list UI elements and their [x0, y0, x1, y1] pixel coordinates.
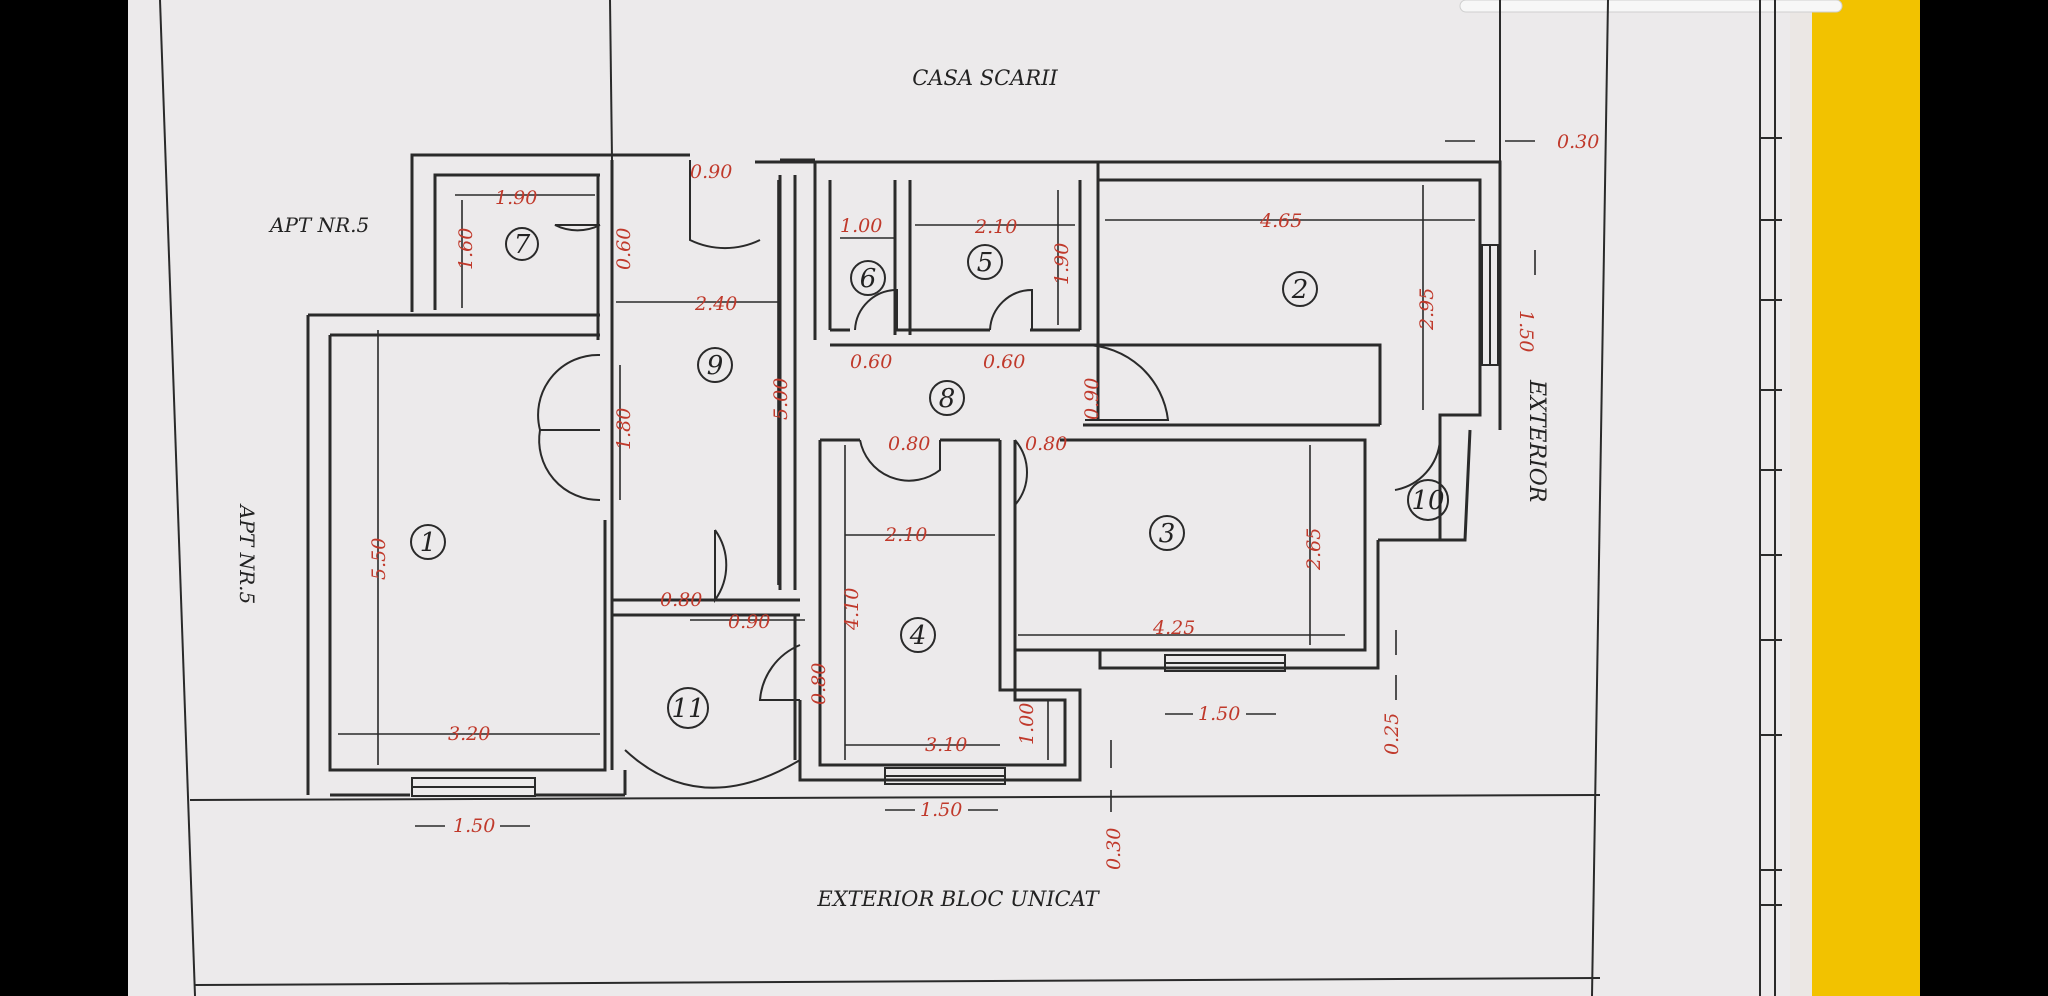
svg-text:11: 11	[671, 694, 704, 724]
dim-0-80-b: 0.80	[1025, 433, 1067, 455]
dim-1-60: 1.60	[455, 228, 477, 270]
dim-0-30-top: 0.30	[1557, 131, 1599, 153]
room-11: 11	[667, 687, 709, 729]
dim-0-90-top: 0.90	[690, 161, 732, 183]
dim-1-90-v: 1.90	[1051, 243, 1073, 285]
dim-5-00: 5.00	[770, 378, 792, 420]
dim-0-30-v: 0.30	[1103, 828, 1125, 870]
label-exterior: EXTERIOR	[1524, 379, 1549, 502]
dim-1-80: 1.80	[613, 408, 635, 450]
dim-1-00-v: 1.00	[1016, 703, 1038, 745]
room-10: 10	[1407, 479, 1449, 521]
dim-0-90-v: 0.90	[1081, 378, 1103, 420]
sheet-frame	[159, 0, 1776, 996]
dim-4-65: 4.65	[1259, 210, 1302, 232]
svg-text:2: 2	[1291, 275, 1309, 305]
paper	[128, 0, 1920, 996]
label-apt-top: APT NR.5	[268, 213, 369, 237]
room-5: 5	[967, 244, 1003, 280]
svg-text:9: 9	[707, 351, 724, 381]
dim-1-50-b2: 1.50	[920, 799, 962, 821]
room-4: 4	[900, 617, 936, 653]
dim-0-60-a: 0.60	[850, 351, 892, 373]
svg-text:3: 3	[1159, 519, 1176, 549]
top-pill	[1459, 0, 1843, 13]
label-casa-scarii: CASA SCARII	[912, 66, 1058, 90]
walls	[306, 153, 1502, 797]
room-numbers: 1 2 3 4 5 6 7 8 9 10 11	[410, 227, 1449, 729]
svg-text:6: 6	[860, 264, 877, 294]
room-3: 3	[1149, 515, 1185, 551]
dim-0-80-a: 0.80	[888, 433, 930, 455]
dim-0-80-v: 0.80	[808, 663, 830, 705]
right-ticks	[1760, 137, 1782, 906]
dim-3-10: 3.10	[925, 734, 967, 756]
dim-0-60-b: 0.60	[983, 351, 1025, 373]
dim-0-80-c: 0.80	[660, 589, 702, 611]
dim-1-50-b3: 1.50	[1198, 703, 1240, 725]
windows	[411, 244, 1499, 797]
dimension-dashes	[415, 140, 1536, 827]
dim-2-40: 2.40	[694, 293, 737, 315]
svg-text:4: 4	[909, 621, 927, 651]
svg-text:8: 8	[939, 384, 956, 414]
dimension-texts: 0.30 0.90 1.90 1.60 0.60 1.00 2.10 1.90 …	[368, 131, 1599, 870]
dim-2-10-mid: 2.10	[884, 524, 927, 546]
dim-0-60-v: 0.60	[613, 228, 635, 270]
room-7: 7	[505, 227, 539, 261]
svg-text:10: 10	[1411, 486, 1444, 516]
dim-1-90: 1.90	[495, 187, 537, 209]
dim-5-50: 5.50	[368, 538, 390, 580]
svg-text:1: 1	[420, 528, 437, 558]
dimension-lines	[338, 180, 1475, 765]
highlighter-edge	[1800, 0, 1920, 996]
dim-1-00-top: 1.00	[840, 215, 882, 237]
svg-text:5: 5	[977, 248, 994, 278]
label-exterior-bloc: EXTERIOR BLOC UNICAT	[816, 887, 1100, 911]
dim-1-50-b1: 1.50	[453, 815, 495, 837]
dim-3-20: 3.20	[448, 723, 490, 745]
dim-0-90-bot: 0.90	[728, 611, 770, 633]
dim-1-50-right: 1.50	[1515, 310, 1537, 352]
room-9: 9	[697, 347, 733, 383]
dim-4-10: 4.10	[841, 588, 863, 631]
room-6: 6	[850, 260, 886, 296]
room-8: 8	[929, 380, 965, 416]
doors	[537, 160, 1441, 789]
svg-text:7: 7	[514, 230, 531, 260]
dim-2-95: 2.95	[1416, 288, 1438, 331]
room-2: 2	[1282, 271, 1318, 307]
dim-2-10-top: 2.10	[974, 216, 1017, 238]
dim-4-25: 4.25	[1152, 617, 1195, 639]
label-apt-side: APT NR.5	[235, 503, 259, 604]
dim-0-25: 0.25	[1381, 713, 1403, 755]
room-1: 1	[410, 524, 446, 560]
dim-2-65: 2.65	[1303, 528, 1325, 571]
